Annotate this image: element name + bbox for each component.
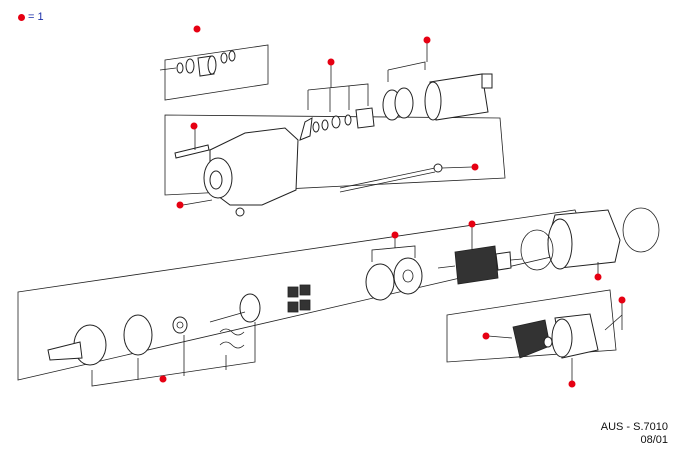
reference-markers: [159, 25, 626, 388]
brush-group-panel: [446, 289, 617, 363]
legend-label: = 1: [28, 11, 44, 23]
lever-assembly: [299, 64, 375, 141]
yoke-o-ring-rear: [622, 207, 660, 253]
end-cap-face: [551, 318, 573, 358]
marker-brush: [482, 332, 490, 340]
center-washer-hole: [402, 269, 414, 283]
solenoid-terminal: [481, 73, 493, 89]
through-bolt-a: [339, 167, 436, 189]
mounting-ear: [235, 207, 245, 217]
drive-shaft: [209, 311, 246, 323]
clutch-clip-b: [219, 341, 245, 349]
pinion-gear-assembly: [159, 50, 236, 77]
end-cap-screw: [604, 314, 623, 331]
planet-gears: [287, 284, 311, 313]
legend-marker-icon: [18, 13, 25, 21]
marker-lever: [327, 58, 335, 66]
yoke-face: [547, 218, 573, 270]
center-washer: [393, 257, 423, 295]
clutch-clip-a: [219, 328, 245, 336]
armature-shaft-rear: [510, 258, 523, 261]
solenoid-leader: [387, 61, 426, 82]
snap-ring: [176, 62, 184, 74]
marker-armature: [468, 220, 476, 228]
planet-gear-3: [287, 301, 299, 313]
brush-holder-assembly: [487, 302, 623, 382]
drive-washer-hole: [176, 321, 184, 329]
solenoid-end-face: [424, 81, 442, 121]
through-bolts: [339, 163, 473, 193]
planet-gear-1: [287, 286, 299, 298]
through-bolt-leader: [441, 166, 473, 169]
field-frame: [520, 207, 660, 275]
marker-end-cap: [568, 380, 576, 388]
solenoid-assembly: [382, 42, 493, 121]
pinion-group-panel: [164, 44, 269, 101]
armature: [437, 226, 523, 285]
lever-washer-a: [312, 121, 320, 133]
housing-leader: [182, 199, 213, 206]
marker-solenoid: [423, 36, 431, 44]
solenoid-plate: [394, 87, 414, 119]
gear-carrier: [239, 293, 261, 323]
drive-washer: [172, 316, 188, 334]
armature-core: [454, 245, 499, 285]
drive-housing: [174, 127, 299, 217]
stop-collar: [185, 58, 195, 74]
lever-washer-b: [321, 119, 329, 131]
marker-yoke: [594, 273, 602, 281]
marker-housing: [176, 201, 184, 209]
pinion-spring-b: [228, 50, 236, 62]
lever-spring: [331, 115, 341, 129]
planet-gear-4: [299, 299, 311, 311]
marker-screw: [618, 296, 626, 304]
lever-leader: [307, 83, 369, 112]
shift-lever: [299, 117, 313, 141]
reference-date: 08/01: [640, 434, 668, 446]
legend: = 1: [18, 11, 44, 23]
armature-shaft-front: [437, 265, 456, 269]
marker-drive: [159, 375, 167, 383]
lever-seal: [344, 114, 352, 126]
marker-bolt: [190, 122, 198, 130]
marker-through-bolt: [471, 163, 479, 171]
reference-code: AUS - S.7010: [600, 421, 668, 433]
output-shaft: [47, 341, 83, 361]
center-plate: [365, 263, 395, 301]
center-plate-group: [365, 236, 423, 301]
commutator: [495, 251, 512, 271]
planet-gear-2: [299, 284, 311, 296]
reference-block: AUS - S.7010 08/01: [601, 421, 668, 447]
through-bolt-b: [339, 171, 436, 193]
pinion-spring-a: [220, 52, 228, 64]
internal-gear: [123, 314, 153, 356]
pinion-gear-face: [207, 55, 217, 75]
drive-bracket: [91, 322, 256, 387]
housing-bolt: [174, 144, 210, 159]
yoke-o-ring-front: [520, 229, 554, 271]
through-bolt-head: [433, 163, 443, 173]
brush-leader: [487, 335, 513, 339]
drive-shaft-assembly: [47, 293, 261, 366]
marker-pinion: [193, 25, 201, 33]
plunger: [355, 107, 375, 129]
pinion-axis: [159, 67, 177, 71]
marker-center-plate: [391, 231, 399, 239]
brush-spring: [543, 336, 553, 348]
housing-bore: [209, 170, 223, 190]
